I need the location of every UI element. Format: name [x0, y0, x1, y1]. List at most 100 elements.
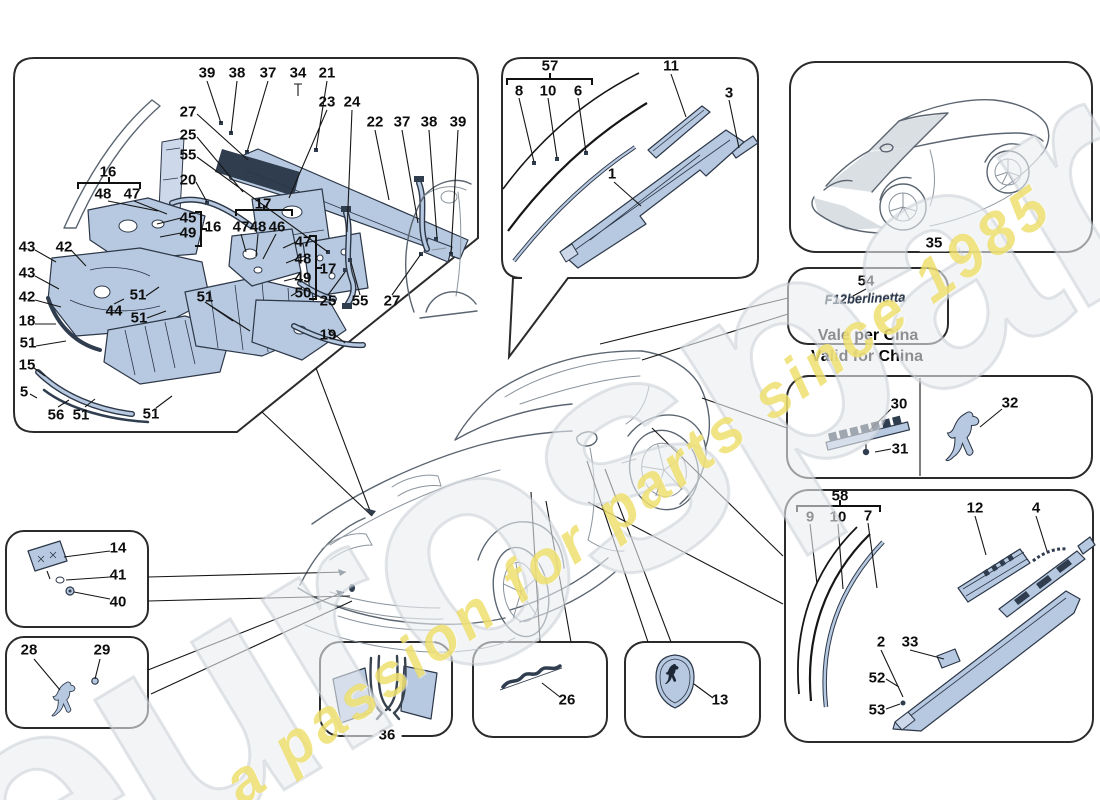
part-callout-25: 25 — [179, 126, 197, 144]
rear-quarter-sketch — [405, 179, 478, 319]
part-callout-34: 34 — [289, 64, 307, 82]
part-callout-30: 30 — [890, 395, 908, 413]
part-callout-42: 42 — [55, 238, 73, 256]
part-callout-47: 47 — [294, 233, 312, 251]
part-callout-37: 37 — [393, 113, 411, 131]
vehicle-overview-sketch — [811, 98, 1050, 234]
part-callout-58: 58 — [831, 487, 849, 505]
part-callout-38: 38 — [228, 64, 246, 82]
part-callout-5: 5 — [19, 383, 29, 401]
badge-parts — [499, 654, 695, 709]
part-callout-9: 9 — [805, 508, 815, 526]
part-callout-19: 19 — [319, 326, 337, 344]
part-callout-31: 31 — [891, 440, 909, 458]
part-callout-50: 50 — [294, 284, 312, 302]
group-brackets — [77, 73, 881, 512]
part-callout-51: 51 — [19, 334, 37, 352]
part-callout-41: 41 — [109, 566, 127, 584]
part-callout-48: 48 — [294, 250, 312, 268]
exploded-firewall-shields — [35, 83, 478, 424]
sill-cover-parts — [797, 526, 1096, 732]
part-callout-40: 40 — [109, 593, 127, 611]
part-callout-56: 56 — [47, 406, 65, 424]
part-callout-42: 42 — [18, 288, 36, 306]
part-callout-51: 51 — [72, 406, 90, 424]
part-callout-21: 21 — [318, 64, 336, 82]
part-callout-54: 54 — [857, 272, 875, 290]
part-callout-27: 27 — [179, 103, 197, 121]
part-callout-14: 14 — [109, 539, 127, 557]
part-callout-48: 48 — [94, 185, 112, 203]
part-callout-3: 3 — [724, 84, 734, 102]
part-callout-35: 35 — [919, 234, 949, 252]
part-callout-33: 33 — [901, 633, 919, 651]
part-callout-8: 8 — [514, 82, 524, 100]
part-callout-47: 47 — [123, 185, 141, 203]
part-callout-17: 17 — [319, 260, 337, 278]
part-callout-7: 7 — [863, 507, 873, 525]
part-callout-24: 24 — [343, 93, 361, 111]
part-callout-39: 39 — [198, 64, 216, 82]
part-callout-29: 29 — [93, 641, 111, 659]
part-callout-51: 51 — [196, 288, 214, 306]
part-callout-2: 2 — [876, 633, 886, 651]
part-callout-55: 55 — [179, 146, 197, 164]
part-callout-53: 53 — [868, 701, 886, 719]
front-shield-parts — [332, 654, 438, 724]
ferrari-script-icon — [501, 664, 562, 689]
china-note-english: Valid for China — [810, 348, 923, 365]
part-callout-16: 16 — [204, 218, 222, 236]
underbody-shield-parts — [502, 72, 759, 269]
part-callout-20: 20 — [179, 171, 197, 189]
part-callout-15: 15 — [18, 356, 36, 374]
part-callout-10: 10 — [539, 82, 557, 100]
center-car-sketch — [297, 350, 711, 653]
part-callout-25: 25 — [319, 292, 337, 310]
script-plate-and-horse — [825, 411, 980, 462]
part-callout-43: 43 — [18, 264, 36, 282]
part-callout-43: 43 — [18, 238, 36, 256]
part-callout-32: 32 — [1001, 394, 1019, 412]
hood-clip-parts — [27, 540, 99, 717]
part-callout-26: 26 — [558, 691, 576, 709]
part-callout-18: 18 — [18, 312, 36, 330]
part-callout-51: 51 — [142, 405, 160, 423]
part-callout-51: 51 — [129, 286, 147, 304]
panel-china-badge — [787, 267, 949, 345]
part-callout-49: 49 — [294, 269, 312, 287]
part-callout-39: 39 — [449, 113, 467, 131]
part-callout-51: 51 — [130, 309, 148, 327]
part-callout-10: 10 — [829, 508, 847, 526]
part-callout-46: 46 — [268, 218, 286, 236]
part-callout-13: 13 — [711, 691, 729, 709]
part-callout-16: 16 — [99, 163, 117, 181]
part-callout-57: 57 — [541, 57, 559, 75]
part-callout-12: 12 — [966, 499, 984, 517]
part-callout-37: 37 — [259, 64, 277, 82]
part-callout-23: 23 — [318, 93, 336, 111]
part-callout-6: 6 — [573, 82, 583, 100]
part-callout-27: 27 — [383, 292, 401, 310]
part-callout-45: 45 — [179, 209, 197, 227]
part-callout-48: 48 — [249, 218, 267, 236]
part-callout-47: 47 — [232, 218, 250, 236]
part-callout-38: 38 — [420, 113, 438, 131]
china-note-italian: Vale per Cina — [817, 327, 919, 344]
part-callout-44: 44 — [105, 302, 123, 320]
panel-grille-horse — [5, 636, 149, 729]
part-callout-52: 52 — [868, 669, 886, 687]
part-callout-11: 11 — [663, 57, 679, 75]
part-callout-22: 22 — [366, 113, 384, 131]
panel-ferrari-script-badge — [472, 641, 608, 738]
leader-lines — [29, 73, 1048, 710]
part-callout-55: 55 — [351, 292, 369, 310]
part-callout-1: 1 — [607, 165, 617, 183]
part-callout-49: 49 — [179, 224, 197, 242]
part-callout-28: 28 — [20, 641, 38, 659]
part-callout-36: 36 — [372, 726, 402, 744]
part-callout-4: 4 — [1031, 499, 1041, 517]
part-callout-17: 17 — [254, 195, 272, 213]
panel-script-plate — [786, 375, 1093, 479]
